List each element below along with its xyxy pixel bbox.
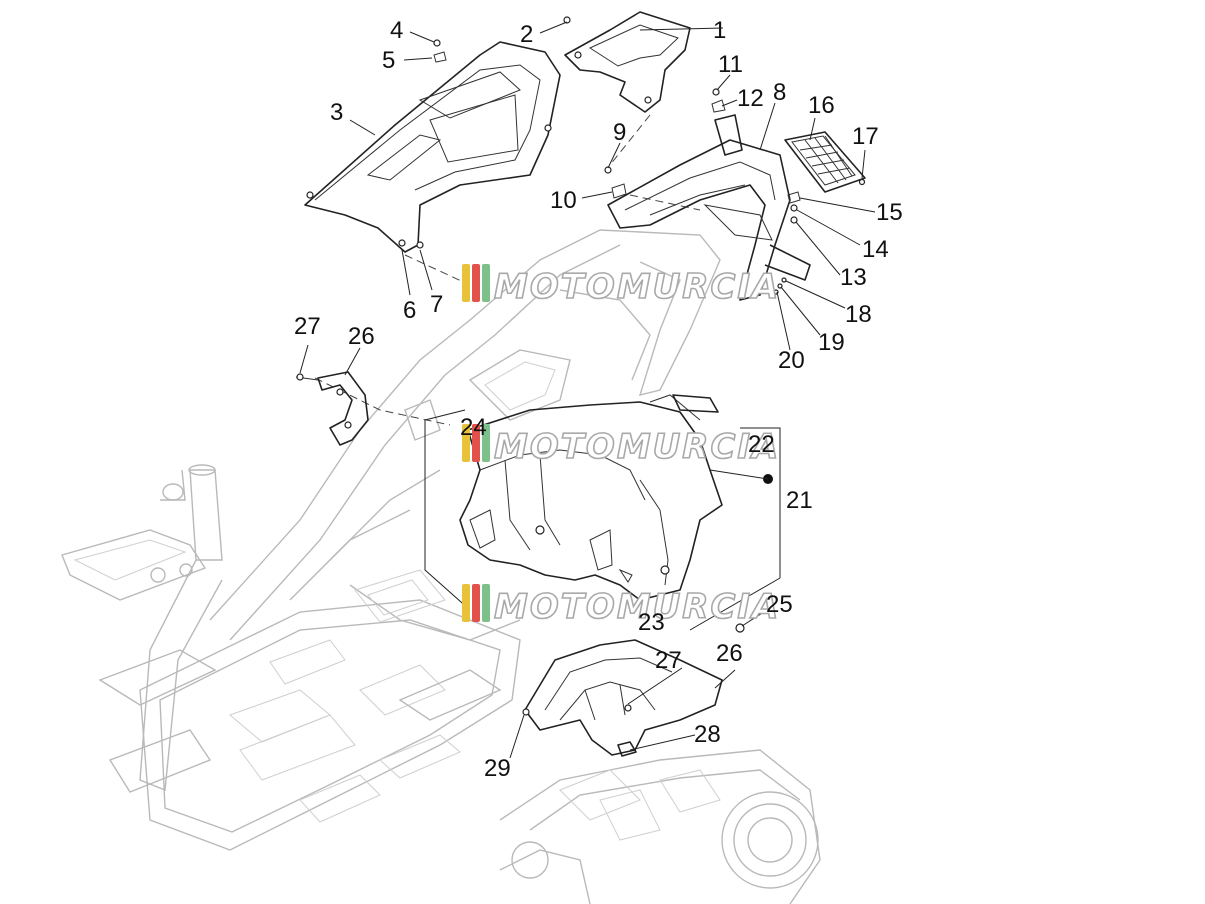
- callout-3: 3: [330, 99, 343, 126]
- watermark-stripe-3: [482, 424, 490, 462]
- part-8-rear-bracket: [607, 114, 811, 301]
- callout-19: 19: [818, 329, 845, 356]
- part-26-bracket-upper: [295, 371, 369, 446]
- callout-15: 15: [876, 199, 903, 226]
- scooter-frame-drawing: [61, 229, 821, 904]
- callout-27-lower: 27: [655, 647, 682, 674]
- watermark-stripe-2: [472, 584, 480, 622]
- callout-11: 11: [718, 51, 743, 78]
- callout-5: 5: [382, 47, 395, 74]
- watermark-text: MOTOMURCIA: [494, 427, 780, 467]
- callout-6: 6: [403, 297, 416, 324]
- watermark-text: MOTOMURCIA: [494, 267, 780, 307]
- callout-29: 29: [484, 755, 511, 782]
- watermark-1: MOTOMURCIA: [462, 264, 780, 308]
- callout-16: 16: [808, 92, 835, 119]
- callout-18: 18: [845, 301, 872, 328]
- callout-12: 12: [737, 85, 764, 112]
- callout-8: 8: [773, 79, 786, 106]
- callout-13: 13: [840, 264, 867, 291]
- callout-9: 9: [613, 119, 626, 146]
- watermark-stripe-2: [472, 424, 480, 462]
- watermark-2: MOTOMURCIA: [462, 424, 780, 468]
- callout-1: 1: [713, 17, 726, 44]
- callout-14: 14: [862, 236, 889, 263]
- callout-23: 23: [638, 609, 665, 636]
- callout-28: 28: [694, 721, 721, 748]
- callout-17: 17: [852, 123, 879, 150]
- callout-25: 25: [766, 591, 793, 618]
- callout-26-upper: 26: [348, 323, 375, 350]
- watermark-stripe-1: [462, 264, 470, 302]
- callout-2: 2: [520, 21, 533, 48]
- part-26-lower-cover: [522, 623, 745, 757]
- callout-26-lower: 26: [716, 640, 743, 667]
- callout-22: 22: [748, 431, 775, 458]
- watermark-stripe-1: [462, 424, 470, 462]
- callout-24: 24: [460, 414, 487, 441]
- part-1-top-plate: [564, 11, 691, 113]
- watermark-stripe-1: [462, 584, 470, 622]
- callout-21: 21: [786, 487, 813, 514]
- part-21-inner-cover-assembly: [424, 394, 781, 631]
- callout-4: 4: [390, 17, 403, 44]
- callout-leaders: [299, 21, 876, 759]
- callout-27-upper: 27: [294, 313, 321, 340]
- watermark-stripe-3: [482, 264, 490, 302]
- callout-7: 7: [430, 291, 443, 318]
- callout-labels: 1 2 3 4 5 6 7 8 9 10 11 12 13 14 15 16 1…: [294, 17, 903, 782]
- watermark-stripe-3: [482, 584, 490, 622]
- watermark-stripe-2: [472, 264, 480, 302]
- callout-20: 20: [778, 347, 805, 374]
- part-3-rear-cover: [304, 41, 561, 253]
- watermark-3: MOTOMURCIA: [462, 584, 780, 628]
- watermark-text: MOTOMURCIA: [494, 587, 780, 627]
- callout-10: 10: [550, 187, 577, 214]
